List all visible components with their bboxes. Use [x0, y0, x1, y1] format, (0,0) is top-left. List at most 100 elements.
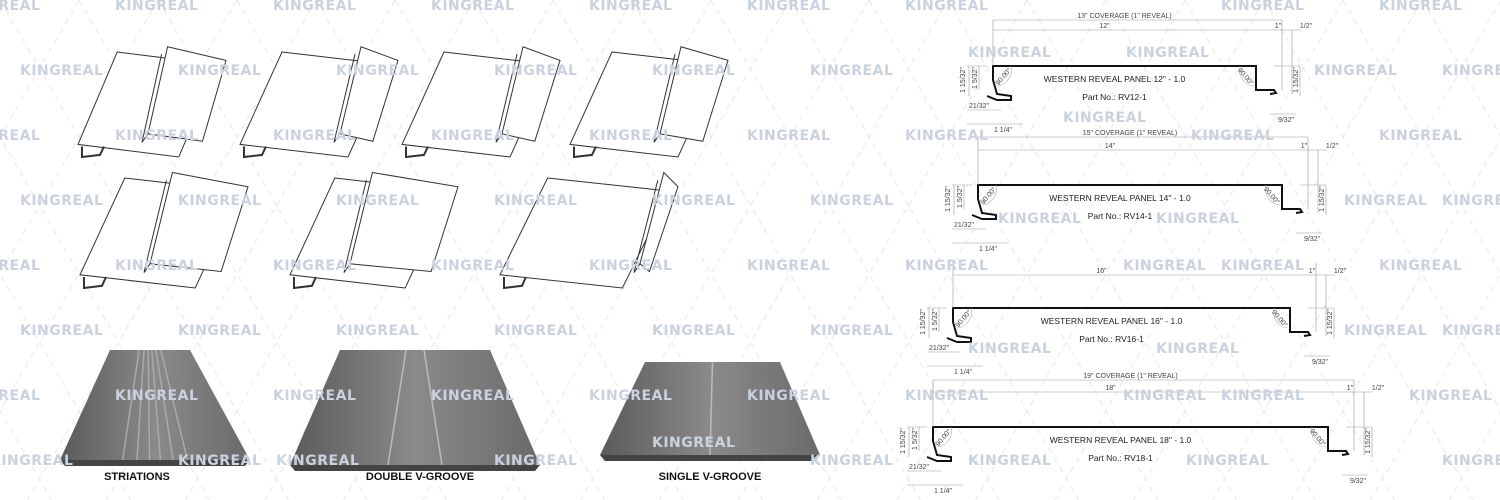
- part-number: Part No.: RV14-1: [1088, 211, 1153, 221]
- profile-title: WESTERN REVEAL PANEL 18" - 1.0: [1050, 435, 1192, 445]
- watermark-text: KINGREAL: [336, 323, 419, 339]
- profile-title: WESTERN REVEAL PANEL 16" - 1.0: [1041, 316, 1183, 326]
- panel-photo: [60, 350, 250, 460]
- panel-edge: [600, 455, 820, 461]
- panel-sketch: [499, 171, 679, 290]
- step-face: [639, 171, 679, 273]
- watermark-text: KINGREAL: [20, 193, 103, 209]
- watermark-line: [501, 0, 791, 500]
- watermark-line: [947, 0, 1237, 500]
- watermark-text: KINGREAL: [1442, 453, 1500, 469]
- part-number: Part No.: RV16-1: [1079, 334, 1144, 344]
- step-edge: [633, 180, 659, 273]
- watermark-line: [1370, 274, 1500, 500]
- watermark-line: [1026, 0, 1316, 500]
- watermark-text: KINGREAL: [1442, 323, 1500, 339]
- coverage-label: 13" COVERAGE (1" REVEAL): [1077, 13, 1171, 20]
- panel-edge: [60, 460, 250, 466]
- height-right-label: 1 15/32": [1293, 67, 1300, 93]
- profile-1: 15" COVERAGE (1" REVEAL)14"1"1/2"1 15/32…: [945, 130, 1339, 253]
- watermark-text: KINGREAL: [810, 323, 893, 339]
- watermark-text: KINGREAL: [1186, 453, 1269, 469]
- watermark-text: KINGREAL: [652, 193, 735, 209]
- angle-arc: [956, 307, 972, 329]
- angle-label-right: 90.00°: [1236, 66, 1255, 87]
- watermark-text: KINGREAL: [336, 193, 419, 209]
- watermark-text: KINGREAL: [494, 193, 577, 209]
- watermark-text: KINGREAL: [431, 388, 514, 404]
- groove: [387, 349, 407, 466]
- watermark-line: [0, 0, 80, 138]
- watermark-text: KINGREAL: [1221, 0, 1304, 14]
- hook-label: 21/32": [909, 464, 930, 471]
- step-edge: [141, 53, 163, 143]
- step-face: [339, 46, 399, 142]
- panel-sketch: [569, 46, 729, 159]
- inner-left-label: 1 5/32": [972, 67, 979, 89]
- watermark-text: KINGREAL: [0, 128, 40, 144]
- height-right-label: 1 15/32": [1319, 186, 1326, 212]
- watermark-text: KINGREAL: [747, 258, 830, 274]
- watermark-text: KINGREAL: [589, 388, 672, 404]
- watermark-text: KINGREAL: [747, 0, 830, 14]
- watermark-text: KINGREAL: [115, 258, 198, 274]
- watermark-text: KINGREAL: [652, 435, 735, 451]
- watermark-text: KINGREAL: [905, 388, 988, 404]
- photo-single: SINGLE V-GROOVE: [600, 361, 820, 483]
- watermark-text: KINGREAL: [178, 63, 261, 79]
- profile-2: 16"1"1/2"1 15/32"1 5/32"1 15/32"21/32"1 …: [920, 263, 1347, 376]
- reveal-label: 1": [1301, 143, 1308, 150]
- watermark-text: KINGREAL: [1379, 128, 1462, 144]
- height-right-label: 1 15/32": [1365, 428, 1372, 454]
- watermark-line: [1291, 137, 1500, 500]
- panel-sketches: [77, 46, 729, 290]
- height-left-label: 1 15/32": [945, 186, 952, 212]
- watermark-line: [1054, 0, 1344, 500]
- hook: [81, 146, 105, 159]
- angle-arc: [996, 65, 1012, 87]
- watermark-line: [0, 409, 52, 500]
- watermark-text: KINGREAL: [905, 258, 988, 274]
- watermark-text: KINGREAL: [1156, 341, 1239, 357]
- watermark-text: KINGREAL: [747, 128, 830, 144]
- angle-arc: [1265, 184, 1281, 206]
- hook-label: 21/32": [954, 222, 975, 229]
- watermark-line: [1212, 0, 1500, 500]
- hook: [293, 276, 317, 290]
- half-label: 1/2": [1372, 385, 1385, 392]
- height-left-label: 1 15/32": [900, 428, 907, 454]
- lip-label: 9/32": [1278, 117, 1295, 124]
- watermark-text: KINGREAL: [1063, 110, 1146, 126]
- half-label: 1/2": [1334, 268, 1347, 275]
- coverage-label: 15" COVERAGE (1" REVEAL): [1083, 130, 1177, 137]
- step-face: [349, 171, 459, 273]
- reveal-label: 1": [1309, 268, 1316, 275]
- step-edge: [495, 53, 518, 143]
- inner-left-label: 1 5/32": [957, 186, 964, 208]
- panel-sketch: [77, 46, 227, 159]
- height-left-label: 1 15/32": [960, 67, 967, 93]
- width-label: 12": [1099, 23, 1110, 30]
- watermark-text: KINGREAL: [178, 453, 261, 469]
- groove: [136, 349, 145, 461]
- step-face: [501, 46, 561, 142]
- photo-label: DOUBLE V-GROOVE: [366, 471, 474, 483]
- watermark-text: KINGREAL: [589, 258, 672, 274]
- watermark-text: KINGREAL: [1344, 193, 1427, 209]
- profile-title: WESTERN REVEAL PANEL 12" - 1.0: [1044, 74, 1186, 84]
- watermark-text: KINGREAL: [652, 323, 735, 339]
- watermark-text: KINGREAL: [431, 258, 514, 274]
- watermark-text: KINGREAL: [115, 128, 198, 144]
- watermark-text: KINGREAL: [589, 128, 672, 144]
- watermark-line: [975, 0, 1265, 500]
- step-face: [659, 46, 729, 142]
- inner-left-label: 1 5/32": [912, 428, 919, 450]
- watermark-text: KINGREAL: [0, 388, 40, 404]
- watermark-text: KINGREAL: [431, 0, 514, 14]
- watermark-text: KINGREAL: [178, 193, 261, 209]
- step-face: [149, 171, 249, 273]
- base-label: 1 1/4": [994, 127, 1013, 134]
- angle-label-right: 90.00°: [1308, 427, 1327, 448]
- step-edge: [143, 180, 167, 273]
- reveal-label: 1": [1275, 23, 1282, 30]
